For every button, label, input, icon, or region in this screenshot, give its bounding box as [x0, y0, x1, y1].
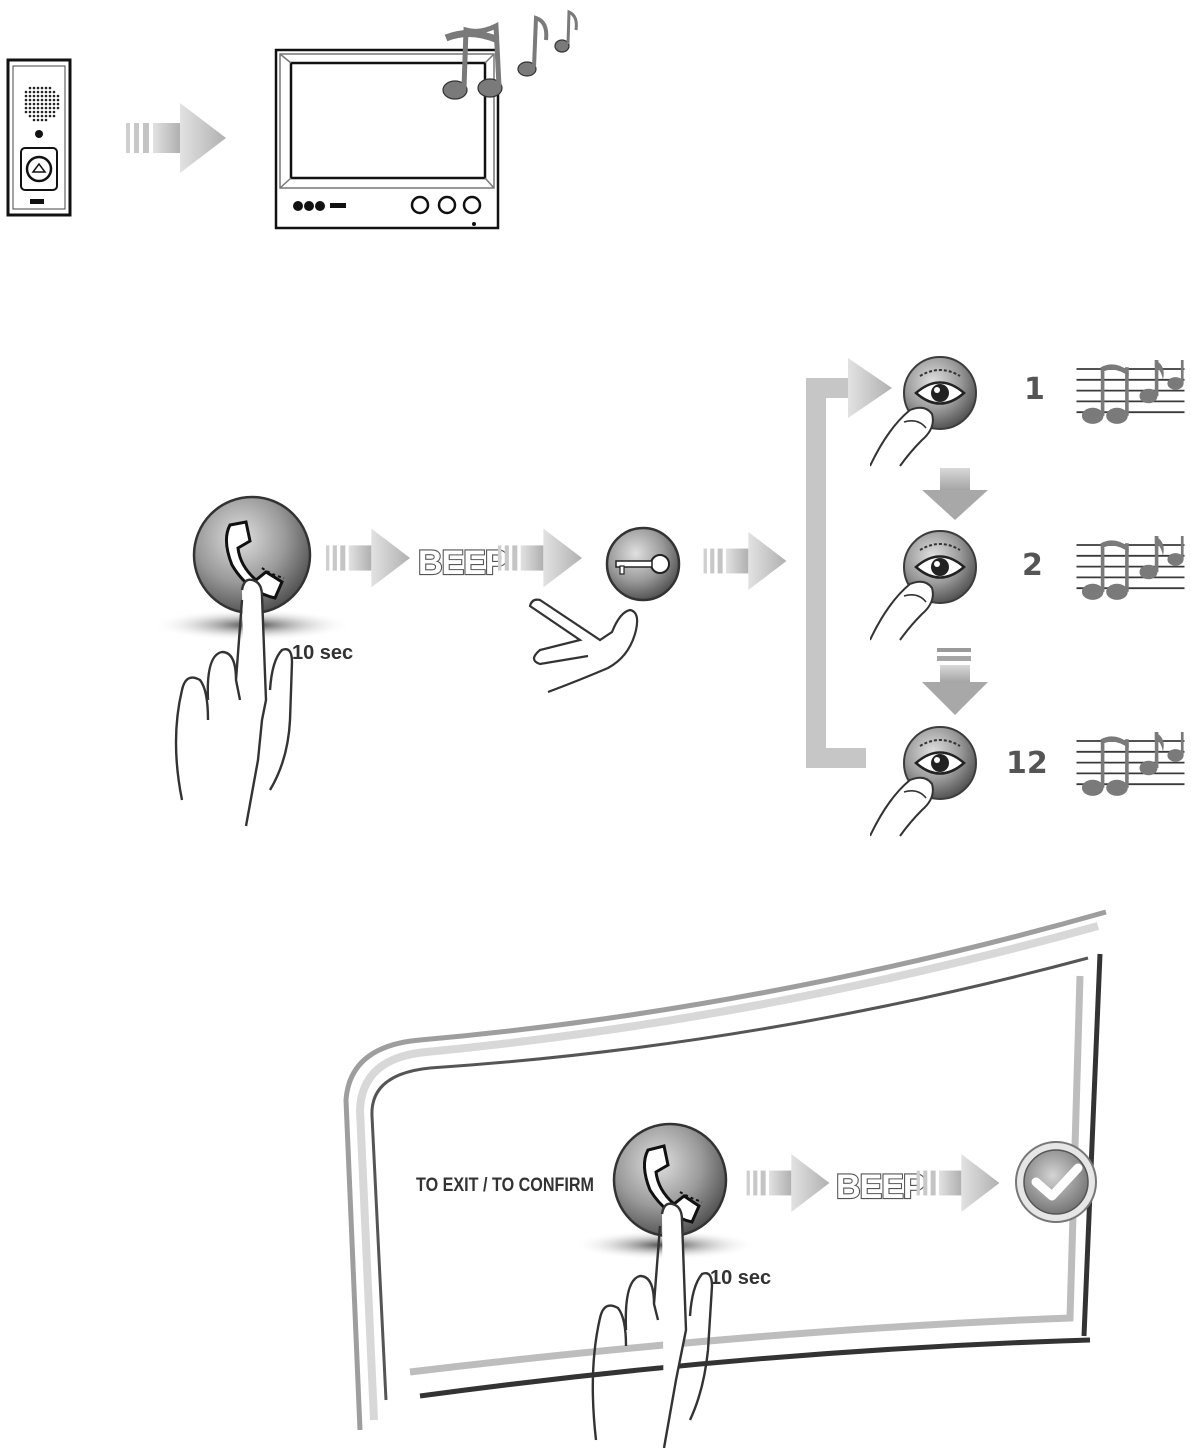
bracket-arrow-icon	[806, 358, 892, 768]
door-panel	[6, 58, 72, 217]
eye-button-press-icon	[870, 355, 978, 468]
step3: TO EXIT / TO CONFIRM 10 sec BEEP	[343, 909, 1107, 1448]
step2: 10 sec BEEP 1 2	[152, 355, 1186, 838]
monitor-button-icon	[462, 195, 482, 215]
pressing-hand	[591, 1202, 714, 1448]
arrow-right-icon	[326, 528, 410, 588]
handset-button	[612, 1122, 728, 1238]
arrow-right-icon	[126, 103, 226, 173]
handset-button	[192, 495, 312, 615]
hold-time-label: 10 sec	[710, 1267, 771, 1289]
arrow-right-icon	[703, 532, 787, 590]
call-button-icon	[25, 155, 53, 183]
camera-lens-icon	[35, 130, 43, 138]
check-confirm-icon	[1015, 1141, 1097, 1223]
monitor-button-icon	[410, 195, 430, 215]
arrow-down-repeat-icon	[922, 648, 988, 715]
melody-number: 1	[1024, 372, 1045, 407]
arrow-right-icon	[916, 1154, 1000, 1212]
key-icon	[615, 554, 670, 575]
handset-icon	[643, 1144, 701, 1224]
beep-label: BEEP	[836, 1168, 925, 1206]
music-notes-icon	[442, 9, 578, 100]
melody-notes-icon	[1075, 732, 1186, 797]
speaker-grille-icon	[24, 86, 60, 122]
arrow-right-icon	[498, 528, 582, 588]
step1	[6, 9, 578, 230]
arrow-right-icon	[746, 1154, 830, 1212]
pressing-hand	[174, 578, 294, 827]
exit-confirm-label: TO EXIT / TO CONFIRM	[416, 1175, 594, 1196]
arrow-down-icon	[922, 468, 988, 520]
melody-notes-icon	[1075, 360, 1186, 425]
eye-button-press-icon	[870, 725, 978, 838]
key-button	[528, 526, 681, 694]
curved-frame	[343, 909, 1107, 1431]
brand-logo	[293, 201, 346, 211]
monitor-button-icon	[437, 195, 457, 215]
melody-number: 12	[1006, 746, 1048, 781]
melody-notes-icon	[1075, 536, 1186, 601]
hold-time-label: 10 sec	[292, 642, 353, 664]
melody-number: 2	[1022, 548, 1043, 583]
handset-icon	[225, 520, 284, 600]
eye-button-press-icon	[870, 529, 978, 642]
beep-label: BEEP	[418, 544, 507, 582]
